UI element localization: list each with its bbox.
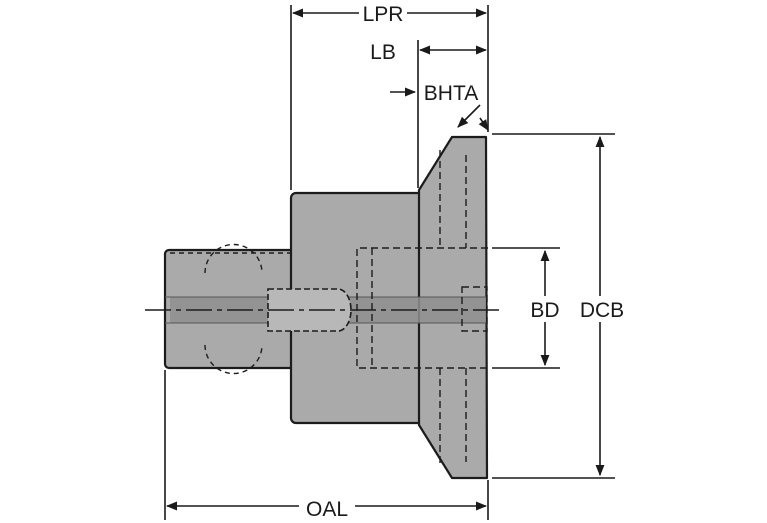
dcb-label: DCB <box>580 299 624 322</box>
bore-pocket <box>356 150 488 465</box>
bd-label: BD <box>530 299 559 322</box>
cross-hole-arcs <box>170 243 290 375</box>
oal-label: OAL <box>306 498 348 521</box>
bhta-leader <box>478 117 489 131</box>
bhta-label: BHTA <box>424 82 478 105</box>
bhta-arrow-right <box>457 104 481 128</box>
lpr-label: LPR <box>363 3 404 26</box>
lb-label: LB <box>370 41 396 64</box>
